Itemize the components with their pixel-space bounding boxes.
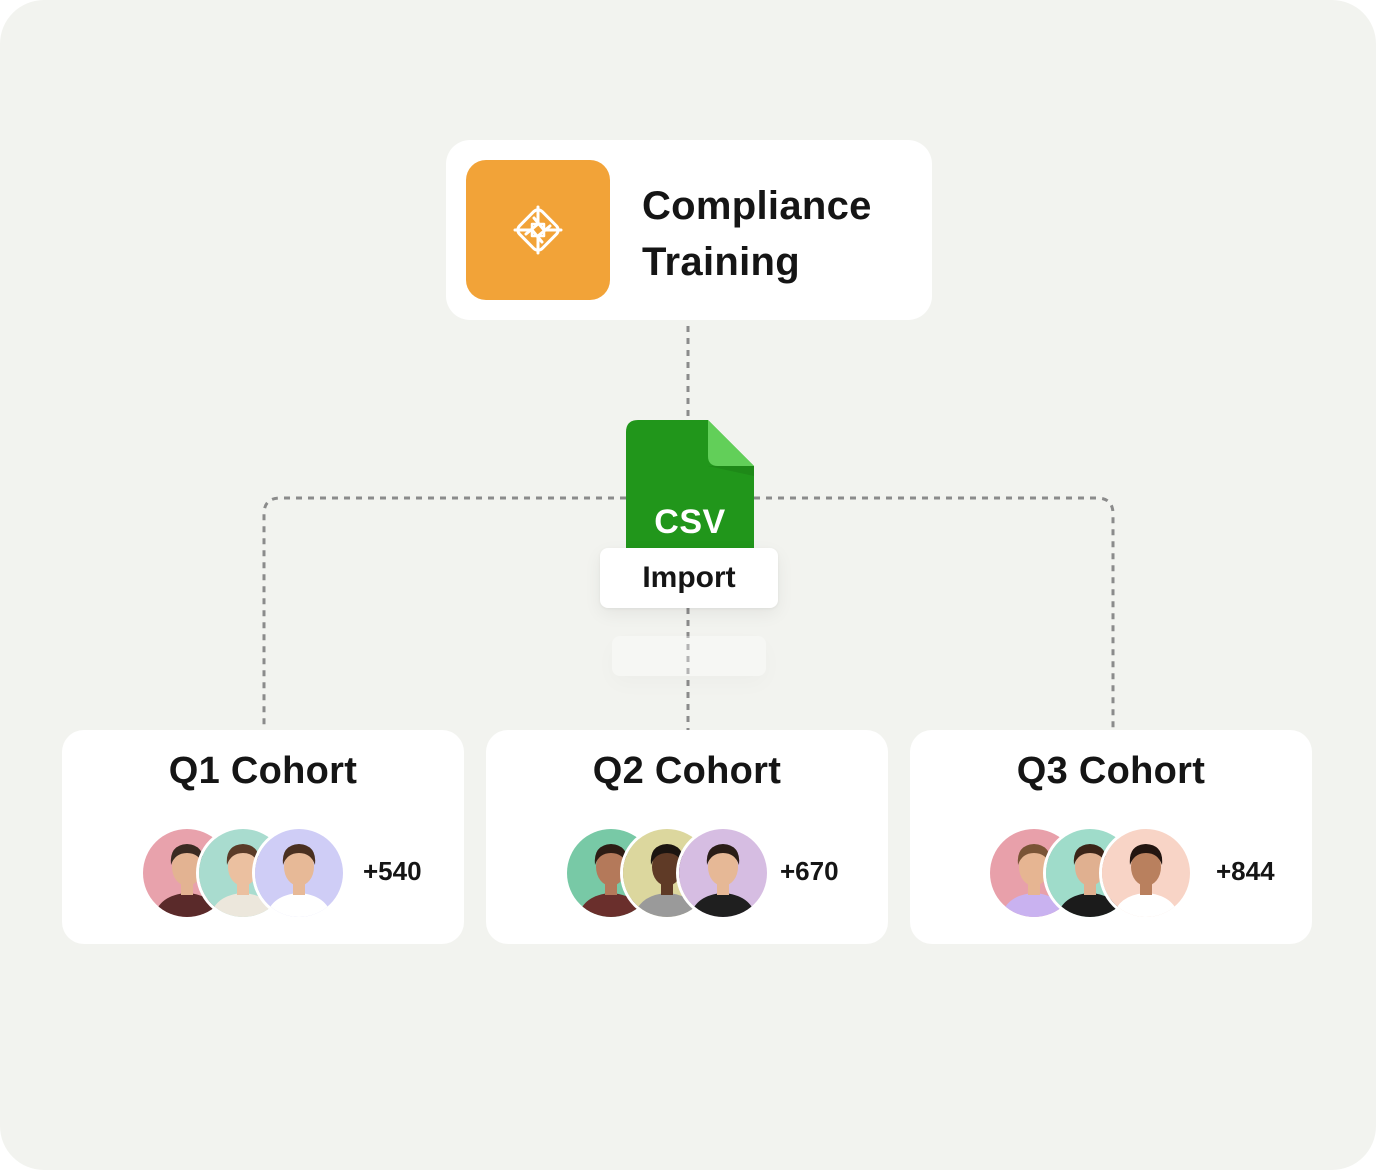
cohort-card-q3[interactable]: Q3 Cohort +844 <box>910 730 1312 944</box>
avatar-portrait <box>255 829 343 917</box>
avatar <box>252 826 346 920</box>
cohort-card-q1[interactable]: Q1 Cohort +540 <box>62 730 464 944</box>
member-count: +844 <box>1216 856 1275 886</box>
connector-right-branch <box>754 496 1115 730</box>
cohort-card-q2[interactable]: Q2 Cohort +670 <box>486 730 888 944</box>
cohort-title: Q3 Cohort <box>1016 750 1206 792</box>
avatar <box>1099 826 1193 920</box>
avatar <box>676 826 770 920</box>
import-shadow-ghost <box>612 636 766 676</box>
avatar-stack <box>140 826 350 920</box>
avatar-portrait <box>1102 829 1190 917</box>
course-title: Compliance Training <box>642 178 912 290</box>
course-title-line-1: Compliance <box>642 184 872 228</box>
course-icon-tile <box>466 160 610 300</box>
avatar-stack <box>987 826 1197 920</box>
cohort-title: Q1 Cohort <box>168 750 358 792</box>
csv-file-icon <box>626 420 754 560</box>
member-count: +540 <box>363 856 422 886</box>
cohort-title: Q2 Cohort <box>592 750 782 792</box>
import-button[interactable]: Import <box>600 548 778 608</box>
connector-left-branch <box>262 496 626 730</box>
avatar-stack <box>564 826 774 920</box>
csv-file-type-label: CSV <box>654 503 726 541</box>
aperture-icon <box>513 205 563 255</box>
member-count: +670 <box>780 856 839 886</box>
avatar-portrait <box>679 829 767 917</box>
course-title-line-2: Training <box>642 240 800 284</box>
course-card[interactable]: Compliance Training <box>446 140 932 320</box>
